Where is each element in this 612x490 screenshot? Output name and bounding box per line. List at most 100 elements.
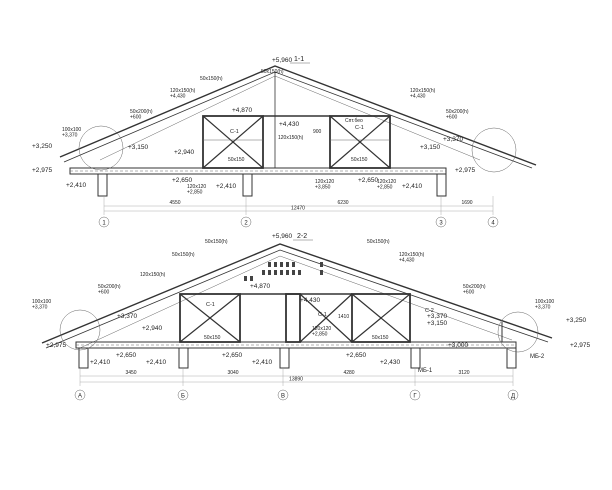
level-mid-l-2: +3,370 (117, 313, 137, 320)
level-floor-l-2: +2,410 (90, 359, 110, 366)
level-eave-l2: +2,975 (32, 167, 52, 174)
dim-text-2c: 4280 (343, 370, 354, 376)
rafter-line-2 (79, 255, 513, 349)
brace-1b (202, 115, 264, 169)
label-beam-dim-2: 1410 (338, 314, 349, 320)
label-beam-dim-1: 900 (313, 129, 322, 135)
axis-group-2: А Б В Г Д 3450 3040 4280 3120 13890 (74, 368, 519, 401)
axis-label-2-b: Б (181, 394, 185, 400)
roof-outline-2 (41, 243, 553, 344)
level-upper-l-2: +4,870 (250, 283, 270, 290)
dim-text-1a: 4550 (169, 200, 180, 206)
label-rafter-top-1: 50x150(h) (261, 69, 284, 75)
label-joist-1b: 120x120+3,850 (315, 179, 334, 191)
label-truss-c-2: C-1 (318, 312, 327, 318)
level-eave-r3-2: +3,370 (427, 313, 447, 320)
label-strut-l-2: 50x200(h)+600 (98, 284, 121, 296)
level-upper-l-1: +4,870 (232, 107, 252, 114)
label-strut-r-2: 50x200(h)+600 (463, 284, 486, 296)
label-rafter-r-1: 120x150(h)+4,430 (410, 88, 436, 100)
axis-label-1-2: 2 (244, 221, 248, 227)
level-floor-c4-1: +2,410 (402, 183, 422, 190)
section-2-2: 2-2 (32, 233, 590, 401)
label-post-l-2: 100x100+3,370 (32, 299, 51, 311)
support-post-1a (97, 173, 108, 197)
axis-label-2-v: В (281, 394, 285, 400)
level-floor-c4-2: +2,410 (252, 359, 272, 366)
level-eave-r4-2: +3,150 (427, 320, 447, 327)
level-upper-r-2: +4,430 (300, 297, 320, 304)
level-eave-l3: +3,150 (128, 144, 148, 151)
support-post-1c (436, 173, 447, 197)
label-truss-l-2: C-1 (206, 302, 215, 308)
level-floor-c1-2: +2,650 (116, 352, 136, 359)
dim-text-1c: 1690 (461, 200, 472, 206)
brace-2d (299, 293, 353, 343)
support-post-2b (178, 347, 189, 369)
label-rafter-r-2: 50x150(h) (367, 239, 390, 245)
axis-bubble-1-1 (98, 216, 110, 228)
level-eave-l1: +3,250 (32, 143, 52, 150)
level-floor-c1-1: +2,650 (172, 177, 192, 184)
label-joist-1a: 120x120+2,850 (187, 184, 206, 196)
axis-bubble-2-b (177, 389, 189, 401)
dim-text-1b: 6230 (337, 200, 348, 206)
label-beam-1: 120x150(h) (278, 135, 304, 141)
label-mark-2: МБ-2 (530, 354, 545, 360)
dim-text-1d: 12470 (291, 206, 305, 212)
label-post-l-1: 100x100+3,370 (62, 127, 81, 139)
label-sill-2b: 50x150 (372, 335, 389, 341)
brace-1d (329, 115, 391, 169)
dim-text-2a: 3450 (125, 370, 136, 376)
section-2-title: 2-2 (297, 233, 307, 240)
support-post-2d (410, 347, 421, 369)
axis-bubble-1-2 (240, 216, 252, 228)
label-strut-r-1: 50x200(h)+600 (446, 109, 469, 121)
detail-circle-1l (78, 125, 124, 171)
detail-circle-2l (59, 309, 101, 351)
axis-bubble-2-v (277, 389, 289, 401)
level-eave-l-2: +2,975 (46, 342, 66, 349)
section-1-title: 1-1 (294, 56, 304, 63)
label-sill-1a: 50x150 (228, 157, 245, 163)
label-truss-r-1: C-1 (355, 125, 364, 131)
support-post-1b (242, 173, 253, 197)
axis-label-1-4: 4 (491, 221, 495, 227)
label-sill-2a: 50x150 (204, 335, 221, 341)
level-floor-c2-1: +2,410 (216, 183, 236, 190)
brace-2f (351, 293, 411, 343)
label-truss-r-2: C-2 (425, 308, 434, 314)
support-post-2c (279, 347, 290, 369)
axis-label-2-d: Д (511, 394, 515, 400)
detail-circle-2r (497, 311, 539, 353)
label-rafter-l2-2: 120x150(h) (140, 272, 166, 278)
axis-group-1: 1 2 3 4 4550 6230 1690 12470 (98, 196, 499, 228)
axis-label-2-a: А (78, 394, 82, 400)
label-joist-1c: 120x120+2,850 (377, 179, 396, 191)
level-ridge-1: +5,960 (272, 57, 292, 64)
axis-bubble-1-3 (435, 216, 447, 228)
label-rafter-top-2: 50x150(h) (205, 239, 228, 245)
label-rafter-l-2: 50x150(h) (172, 252, 195, 258)
support-post-2a (78, 347, 89, 369)
axis-bubble-1-4 (487, 216, 499, 228)
roof-inner-2 (45, 249, 549, 349)
label-rafter-l-1: 50x150(h) (200, 76, 223, 82)
axis-label-2-g: Г (413, 394, 417, 400)
brace-2b (179, 293, 241, 343)
level-floor-c3-1: +2,650 (358, 177, 378, 184)
level-mid-l-1: +2,940 (174, 149, 194, 156)
truss-post-center-2 (285, 293, 301, 343)
label-rafter-l2-1: 120x150(h)+4,430 (170, 88, 196, 100)
level-floor-c3-2: +2,650 (222, 352, 242, 359)
support-post-2e (506, 347, 517, 369)
level-mid-l2-2: +2,940 (142, 325, 162, 332)
level-eave-r2-2: +2,975 (570, 342, 590, 349)
roof-outline-1 (59, 65, 537, 166)
label-truss-note-1: Спт.бео (345, 118, 363, 124)
label-truss-l-1: C-1 (230, 129, 239, 135)
level-upper-r-1: +4,430 (279, 121, 299, 128)
label-post-r-2: 100x100+3,370 (535, 299, 554, 311)
axis-label-1-1: 1 (102, 221, 106, 227)
level-ridge-2: +5,960 (272, 233, 292, 240)
